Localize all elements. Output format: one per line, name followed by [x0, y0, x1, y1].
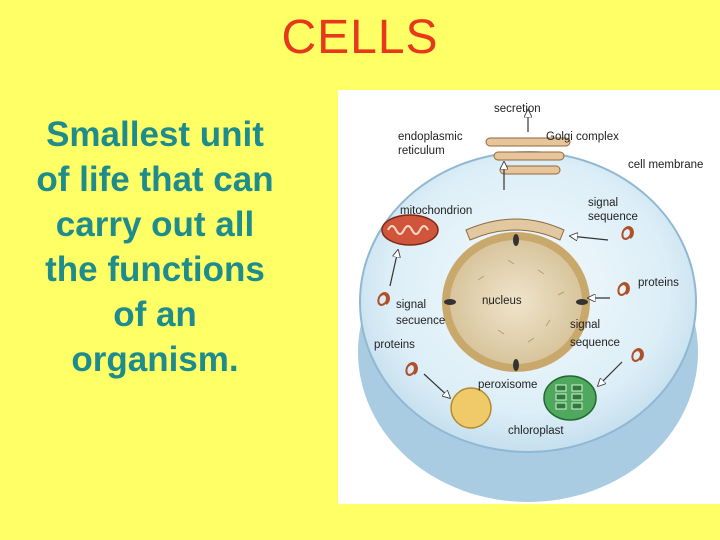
endoplasmic-reticulum — [465, 218, 565, 241]
slide-title: CELLS — [281, 11, 439, 64]
label-proteins-right: proteins — [638, 277, 679, 289]
definition-line: the functions — [45, 250, 265, 289]
label-er-line2: reticulum — [398, 145, 445, 157]
label-mitochondrion: mitochondrion — [400, 205, 472, 217]
golgi-complex — [485, 137, 571, 175]
peroxisome — [450, 387, 492, 429]
label-secretion: secretion — [494, 103, 541, 115]
label-signal-sequence-bottom-1: signal — [570, 319, 600, 331]
label-golgi-complex: Golgi complex — [546, 131, 619, 143]
chloroplast — [543, 375, 597, 421]
definition-line: of an — [113, 295, 197, 334]
label-signal-sequence-left-2: secuence — [396, 315, 445, 327]
definition-line: organism. — [71, 340, 239, 379]
label-peroxisome: peroxisome — [478, 379, 537, 391]
label-signal-sequence-left-1: signal — [396, 299, 426, 311]
cell-illustration: secretion Golgi complex endoplasmic reti… — [358, 103, 703, 502]
label-cell-membrane: cell membrane — [628, 159, 703, 171]
label-chloroplast: chloroplast — [508, 425, 564, 437]
label-proteins-left: proteins — [374, 339, 415, 351]
protein-coils — [377, 226, 644, 376]
nucleus — [450, 240, 582, 364]
label-nucleus: nucleus — [482, 295, 522, 307]
pathway-arrows — [389, 110, 623, 398]
label-signal-sequence-bottom-2: sequence — [570, 337, 620, 349]
definition-line: Smallest unit — [46, 115, 264, 154]
cell-diagram: secretion Golgi complex endoplasmic reti… — [338, 90, 720, 504]
label-signal-sequence-right-1: signal — [588, 197, 618, 209]
label-er-line1: endoplasmic — [398, 131, 463, 143]
nucleus-texture — [477, 259, 565, 343]
definition-text: Smallest unit of life that can carry out… — [0, 112, 310, 382]
mitochondrion — [381, 214, 439, 246]
label-signal-sequence-right-2: sequence — [588, 211, 638, 223]
nuclear-pores — [444, 234, 588, 371]
definition-line: carry out all — [55, 205, 255, 244]
definition-line: of life that can — [36, 160, 274, 199]
